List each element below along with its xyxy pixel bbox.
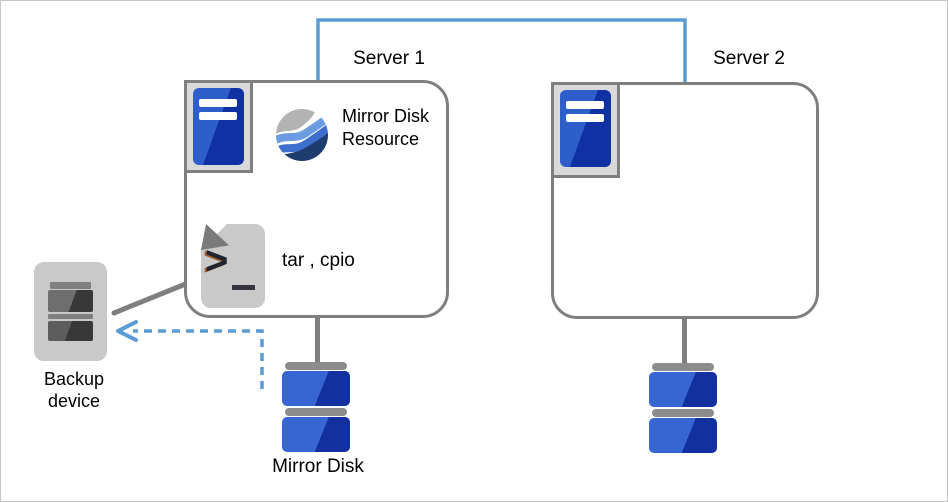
device-bar bbox=[48, 314, 93, 319]
disk-platter bbox=[282, 417, 350, 452]
server-tower-slot bbox=[566, 101, 604, 109]
device-slot bbox=[48, 321, 93, 341]
backup-commands-label: tar , cpio bbox=[282, 250, 355, 271]
server1-label: Server 1 bbox=[353, 48, 425, 69]
device-slot bbox=[48, 290, 93, 312]
server-tower-slot bbox=[199, 112, 237, 120]
server2-label: Server 2 bbox=[713, 48, 785, 69]
disk-platter bbox=[649, 372, 717, 407]
server1-frame bbox=[184, 80, 253, 173]
backup-tape-device-icon bbox=[34, 262, 107, 361]
arrow-head-left-icon bbox=[116, 320, 138, 342]
mirror-disk-resource-label: Mirror Disk Resource bbox=[342, 106, 429, 149]
mirror-disk-label: Mirror Disk bbox=[272, 456, 364, 477]
server-tower-slot bbox=[199, 99, 237, 107]
disk-platter bbox=[282, 371, 350, 406]
device-bar bbox=[50, 282, 91, 289]
server-tower-icon bbox=[560, 90, 611, 167]
server1-disk-connector bbox=[315, 316, 320, 363]
server-tower-icon bbox=[193, 88, 244, 165]
disk-bar bbox=[285, 362, 347, 370]
disk-bar bbox=[652, 363, 714, 371]
disk-bar bbox=[285, 408, 347, 416]
server2-disk-connector bbox=[682, 318, 687, 363]
prompt-gt-icon: > bbox=[205, 239, 229, 283]
disk-platter bbox=[649, 418, 717, 453]
server1-backup-link-line bbox=[111, 280, 191, 316]
disk-stack-icon bbox=[282, 362, 350, 453]
disk-stack-icon bbox=[649, 363, 717, 454]
prompt-underscore-icon bbox=[232, 285, 255, 290]
server2-frame bbox=[551, 82, 620, 178]
mirror-disk-to-backup-dashed-line bbox=[133, 329, 264, 389]
script-terminal-icon: > bbox=[201, 224, 265, 308]
interconnect-line bbox=[316, 18, 687, 83]
disk-bar bbox=[652, 409, 714, 417]
server-tower-slot bbox=[566, 114, 604, 122]
backup-device-label: Backup device bbox=[43, 369, 105, 411]
globe-waves-icon bbox=[276, 109, 328, 161]
